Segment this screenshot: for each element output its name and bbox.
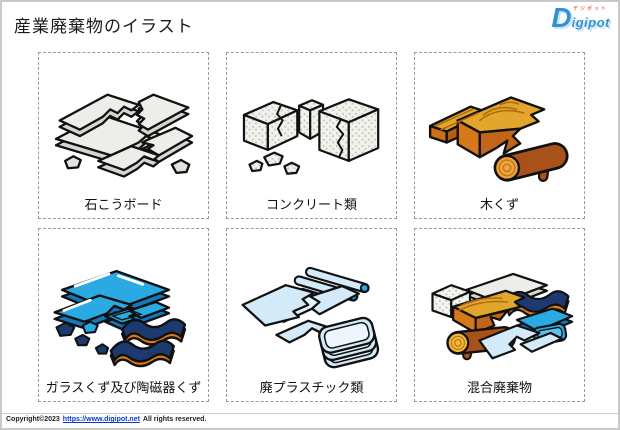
logo-letter-d: D	[551, 2, 572, 33]
waste-plastics-illustration	[241, 266, 379, 369]
wood-scraps-illustration	[428, 96, 569, 182]
copyright-suffix: All rights reserved.	[142, 416, 207, 423]
panel-label: 木くず	[479, 197, 519, 212]
logo-ruby-text: デジポット	[572, 6, 608, 12]
panel-mixed-waste[interactable]: 混合廃棄物	[414, 228, 585, 402]
digipot-link[interactable]: https://www.digipot.net	[62, 416, 140, 423]
panel-label: 石こうボード	[84, 197, 163, 212]
footer-divider	[2, 413, 618, 414]
logo-name-rest: igipot	[571, 15, 610, 30]
panel-label: ガラスくず及び陶磁器くず	[45, 380, 202, 395]
panel-concrete[interactable]: コンクリート類	[226, 52, 397, 219]
copyright-prefix: Copyright©2023	[6, 416, 60, 423]
panel-label: 廃プラスチック類	[259, 380, 364, 395]
mixed-waste-illustration	[430, 272, 573, 361]
page-title: 産業廃棄物のイラスト	[14, 17, 194, 36]
glass-ceramic-illustration	[52, 269, 186, 368]
illustration-grid: 石こうボード	[38, 52, 585, 402]
panel-label: コンクリート類	[265, 197, 357, 212]
gypsum-board-illustration	[54, 93, 193, 178]
concrete-debris-illustration	[242, 98, 379, 175]
panel-label: 混合廃棄物	[466, 380, 532, 395]
panel-wood-scraps[interactable]: 木くず	[414, 52, 585, 219]
panel-glass-ceramic[interactable]: ガラスくず及び陶磁器くず	[38, 228, 209, 402]
panel-gypsum-board[interactable]: 石こうボード	[38, 52, 209, 219]
panel-waste-plastics[interactable]: 廃プラスチック類	[226, 228, 397, 402]
